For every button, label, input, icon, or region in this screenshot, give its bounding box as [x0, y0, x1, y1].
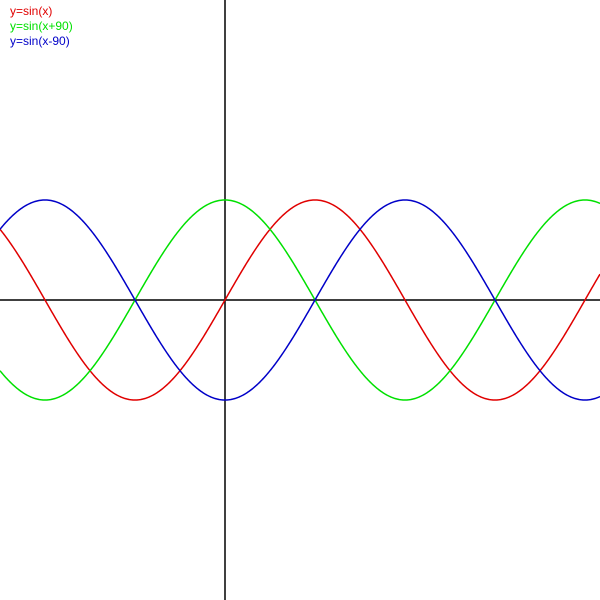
legend-item-sin-x: y=sin(x) — [10, 4, 53, 18]
legend-item-sin-x-minus-90: y=sin(x-90) — [10, 34, 70, 48]
series-layer — [0, 199, 600, 401]
series-line-0 — [0, 199, 600, 401]
series-line-1 — [0, 199, 600, 401]
legend-item-sin-x-plus-90: y=sin(x+90) — [10, 19, 73, 33]
series-line-2 — [0, 199, 600, 401]
chart-legend: y=sin(x) y=sin(x+90) y=sin(x-90) — [10, 4, 73, 49]
